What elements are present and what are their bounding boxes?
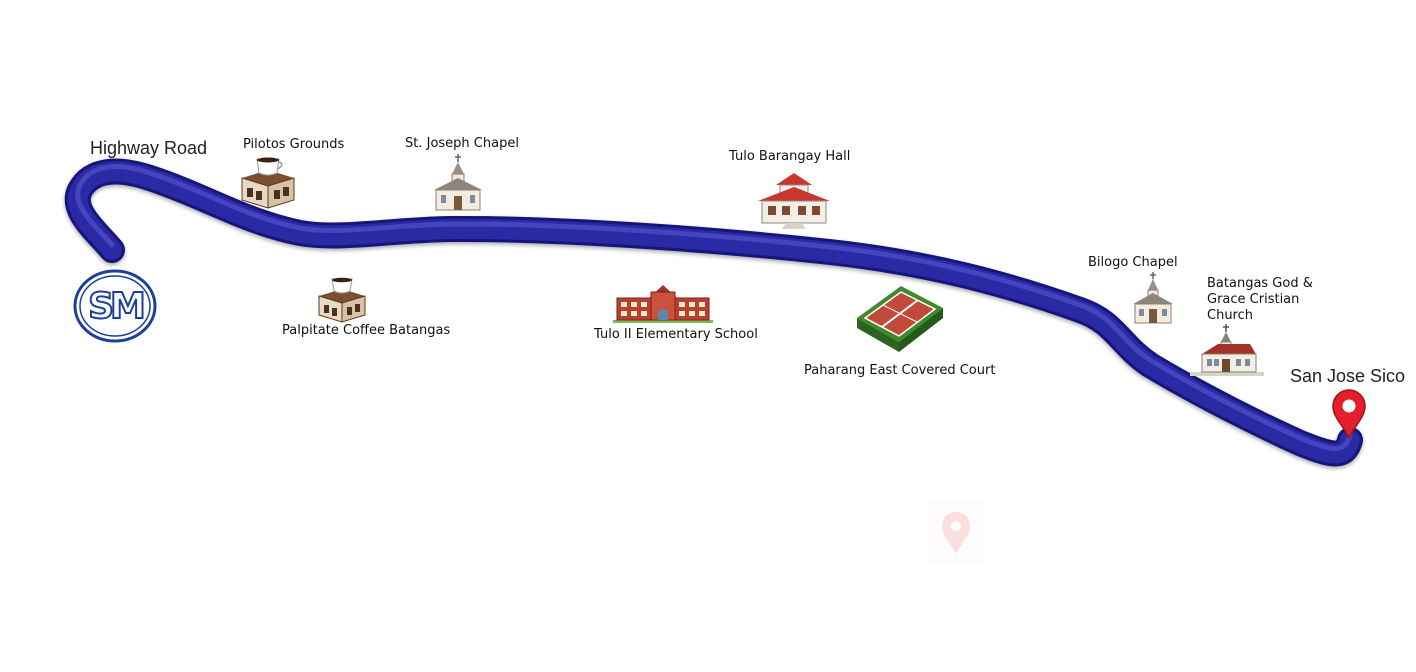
- church-icon: [1188, 324, 1266, 378]
- barangay-hall-icon: [756, 167, 832, 231]
- landmark-label-pilotos: Pilotos Grounds: [243, 137, 345, 152]
- landmark-label-stjoseph: St. Joseph Chapel: [405, 136, 519, 151]
- landmark-label-bilogo: Bilogo Chapel: [1088, 255, 1178, 270]
- chapel-icon: [1130, 272, 1176, 326]
- coffee-shop-icon: [316, 276, 368, 324]
- sm-logo-text: SM: [88, 286, 143, 327]
- start-label: Highway Road: [90, 138, 208, 158]
- landmark-label-paharang: Paharang East Covered Court: [804, 363, 996, 378]
- school-icon: [611, 282, 715, 324]
- landmark-label-palpitate: Palpitate Coffee Batangas: [282, 323, 451, 338]
- sm-logo-icon: SM: [72, 268, 158, 344]
- chapel-icon: [430, 154, 486, 212]
- landmark-label-tulohall: Tulo Barangay Hall: [729, 149, 851, 164]
- faint-pin-icon: [928, 502, 984, 562]
- tennis-court-icon: [855, 282, 945, 356]
- landmark-label-batangas: Batangas God & Grace Cristian Church: [1207, 276, 1313, 323]
- coffee-shop-icon: [238, 156, 298, 210]
- destination-pin-icon: [1329, 388, 1369, 440]
- landmark-label-tuloschool: Tulo II Elementary School: [594, 327, 758, 342]
- end-label: San Jose Sico: [1290, 366, 1406, 386]
